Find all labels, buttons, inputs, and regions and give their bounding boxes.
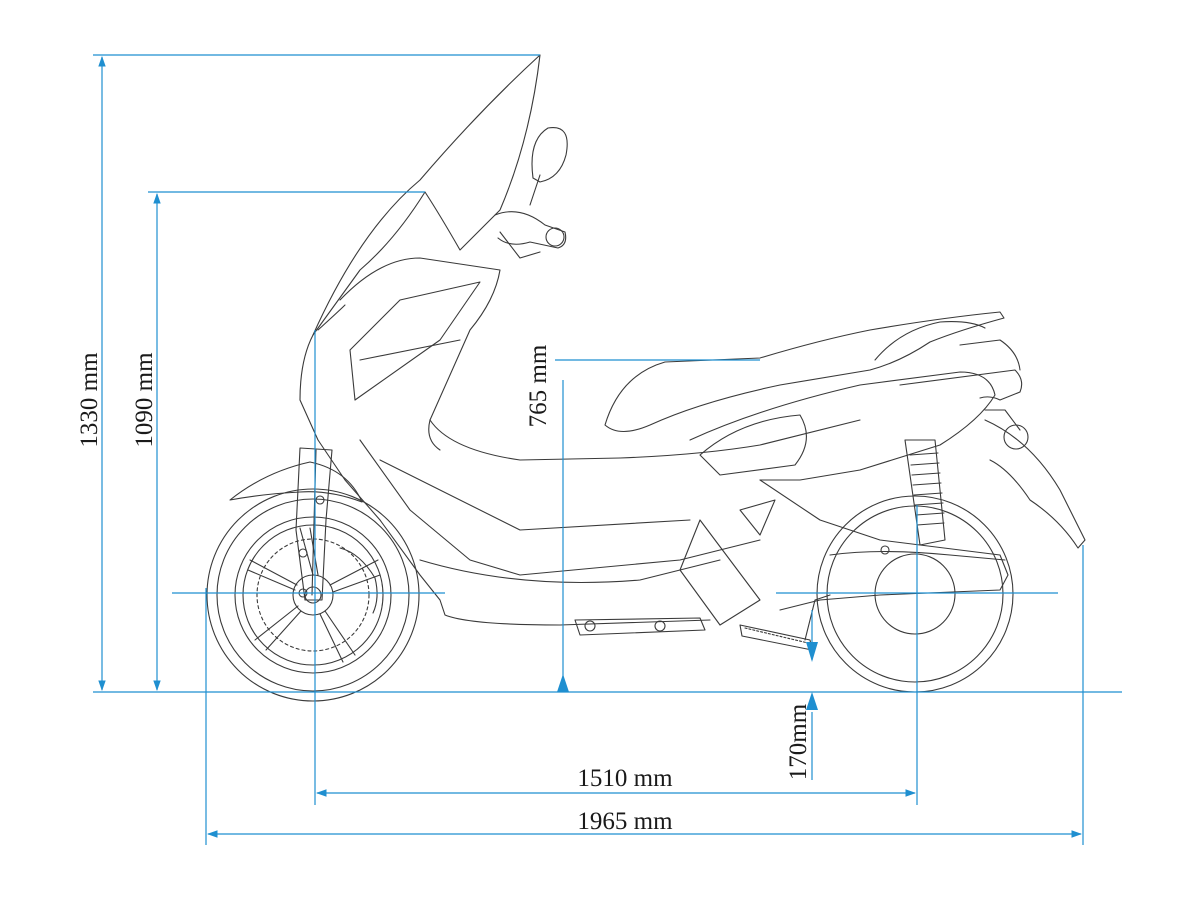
front-fender <box>229 461 363 503</box>
windscreen <box>312 54 541 336</box>
front-body <box>299 334 711 626</box>
front-wheel <box>206 488 420 702</box>
windscreen-height-label: 1090 mm <box>131 352 158 448</box>
seat-height-label: 765 mm <box>525 344 552 427</box>
wheelbase-label: 1510 mm <box>577 765 673 792</box>
center-stand <box>574 594 831 651</box>
engine-swingarm <box>759 479 1009 611</box>
side-panel <box>689 371 996 481</box>
handlebar <box>494 211 567 259</box>
seat <box>604 311 1005 433</box>
dimension-lines <box>93 54 1122 845</box>
front-fork <box>295 447 333 601</box>
overall-height-label: 1330 mm <box>76 352 103 448</box>
overall-length-label: 1965 mm <box>577 808 673 835</box>
floorboard <box>429 419 861 461</box>
rear-shock <box>904 439 946 546</box>
ground-clearance-label: 170mm <box>785 703 812 780</box>
scooter-outline <box>206 54 1086 702</box>
mirror <box>529 126 568 206</box>
rear-fender <box>984 419 1086 549</box>
